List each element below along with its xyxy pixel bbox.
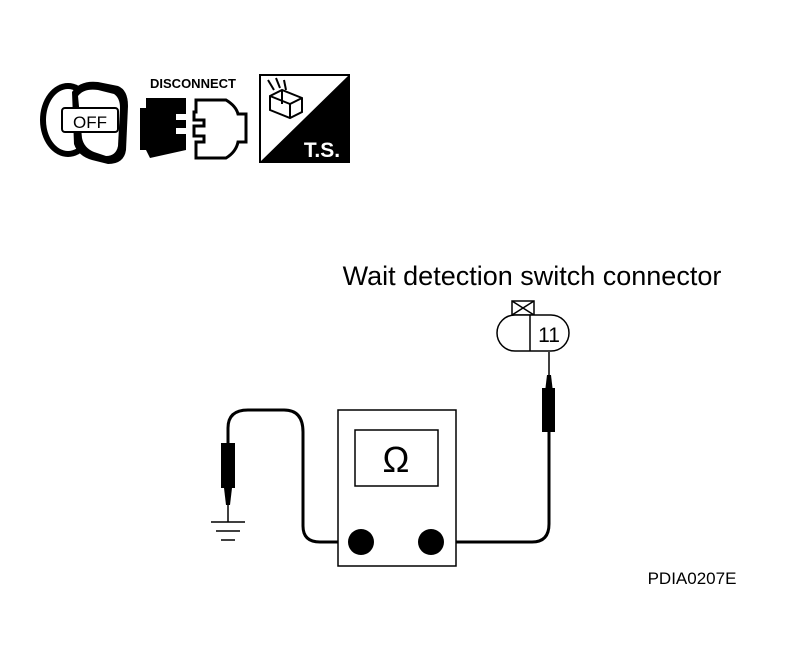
right-probe <box>542 352 555 432</box>
ground-icon <box>211 521 245 541</box>
ohm-symbol: Ω <box>383 439 410 480</box>
tester-icon: T.S. <box>259 74 350 163</box>
connector-title: Wait detection switch connector <box>343 261 722 291</box>
connector-lock-icon <box>511 300 535 316</box>
ohmmeter-display <box>354 429 439 487</box>
harness-connector: 11 <box>496 300 570 352</box>
tester-ts-label: T.S. <box>304 139 340 162</box>
left-test-lead <box>226 408 361 544</box>
connector-terminal-number: 11 <box>538 324 560 347</box>
meter-terminal-right <box>418 529 444 555</box>
disconnect-connector-icon: DISCONNECT <box>140 76 248 160</box>
left-probe <box>221 443 235 522</box>
figure-reference-code: PDIA0207E <box>648 569 737 588</box>
meter-terminal-left <box>348 529 374 555</box>
ignition-off-label: OFF <box>73 113 107 132</box>
ignition-key-icon: OFF <box>40 81 128 164</box>
right-test-lead <box>431 432 551 544</box>
ohmmeter: Ω <box>337 409 457 567</box>
disconnect-label: DISCONNECT <box>150 76 236 91</box>
